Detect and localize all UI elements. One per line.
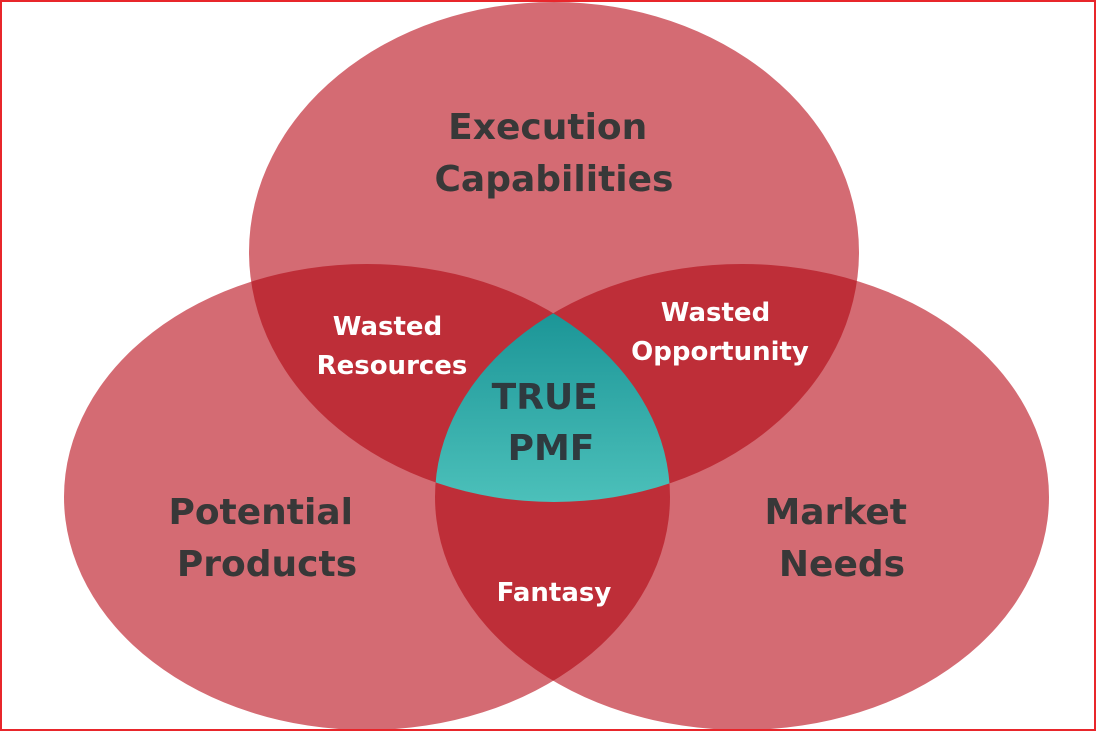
label-fantasy-line1: Fantasy — [497, 578, 612, 608]
label-fantasy: Fantasy — [497, 578, 612, 608]
label-market-line1: Market — [764, 492, 906, 533]
label-execution-capabilities: Execution Capabilities — [435, 107, 674, 200]
label-market-line2: Needs — [779, 544, 905, 585]
label-market-needs: Market Needs — [764, 492, 919, 585]
label-execution-line2: Capabilities — [435, 159, 674, 200]
label-execution-line1: Execution — [448, 107, 647, 148]
overlap-center — [435, 264, 670, 502]
label-wasted-opportunity-line1: Wasted — [661, 298, 770, 328]
label-true-pmf-line1: TRUE — [492, 377, 598, 418]
label-wasted-opportunity-line2: Opportunity — [631, 337, 809, 367]
label-wasted-resources-line1: Wasted — [333, 312, 442, 342]
label-wasted-resources-line2: Resources — [317, 351, 468, 381]
label-wasted-resources: Wasted Resources — [317, 312, 468, 381]
label-potential-products: Potential Products — [168, 492, 365, 585]
label-potential-line2: Products — [177, 544, 357, 585]
label-potential-line1: Potential — [168, 492, 353, 533]
label-wasted-opportunity: Wasted Opportunity — [631, 298, 809, 367]
label-true-pmf-line2: PMF — [508, 428, 595, 469]
label-true-pmf: TRUE PMF — [492, 377, 611, 469]
